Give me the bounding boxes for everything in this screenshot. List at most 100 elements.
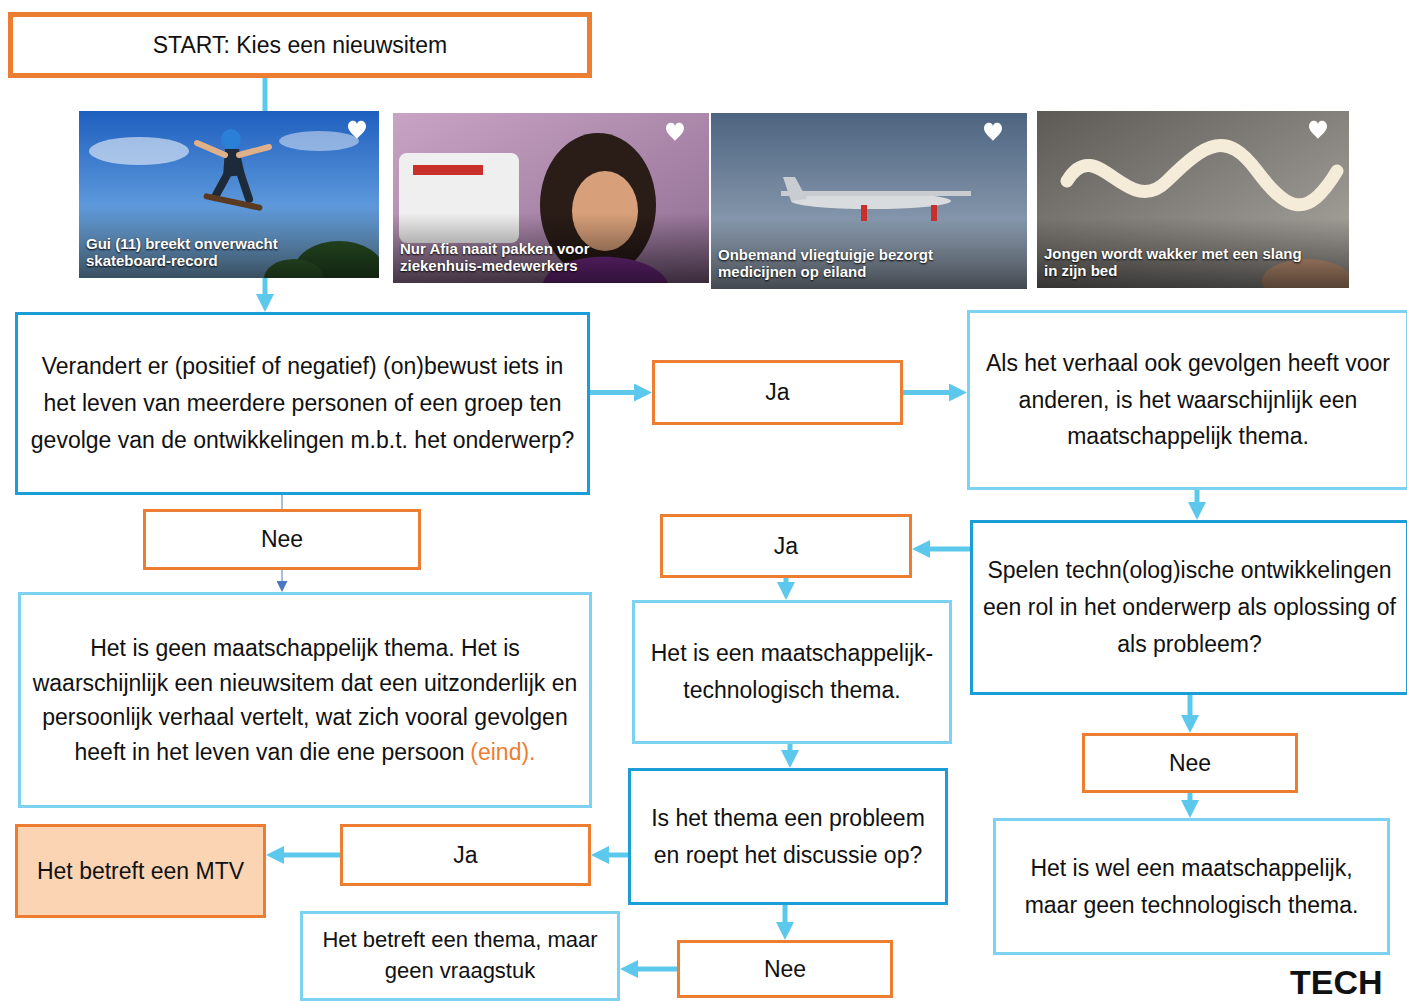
text-holder: Het is geen maatschappelijk thema. Het i… [31,631,579,769]
answer-box: Ja [340,824,591,886]
answer-box: Nee [677,940,893,998]
text-holder: Spelen techn(olog)ische ontwikkelingen e… [983,552,1396,662]
answer-box: Ja [660,514,912,578]
box-text: Nee [764,956,806,982]
flow-arrow [281,570,283,587]
text-holder: Onbemand vliegtuigje bezorgt medicijnen … [718,247,978,280]
heart-icon [984,123,1002,141]
answer-box: Nee [143,509,421,570]
info-box: Het betreft een thema, maar geen vraagst… [300,911,620,1001]
text-holder: Het is wel een maatschappelijk, maar gee… [1006,850,1377,924]
news-photo-card: Jongen wordt wakker met een slang in zij… [1037,111,1349,288]
photo-background [1037,111,1349,288]
skater-arms [197,143,269,155]
text-holder: Het betreft een thema, maar geen vraagst… [313,925,607,987]
info-box: Het is wel een maatschappelijk, maar gee… [993,818,1390,955]
start-box: START: Kies een nieuwsitem [8,12,592,78]
end-note: (eind). [470,739,535,765]
flow-arrow [783,905,788,931]
text-holder: Ja [765,374,789,411]
flow-arrow [788,744,793,759]
photo-sky [79,111,379,278]
question-box: Spelen techn(olog)ische ontwikkelingen e… [970,520,1407,695]
text-holder: Ja [453,837,477,874]
text-holder: Het betreft een MTV [37,853,244,890]
photo-shade [393,213,709,283]
answer-box: Ja [652,360,903,425]
logo-text: TECH [1290,963,1383,1001]
info-box: Het is een maatschappelijk-technologisch… [632,600,952,744]
flow-arrow [921,547,970,552]
skater-legs [215,175,249,199]
box-text: Het is een maatschappelijk-technologisch… [651,640,934,703]
flow-arrow [903,390,958,395]
box-text: Is het thema een probleem en roept het d… [651,805,925,868]
sewing-detail [413,165,483,175]
flow-arrow [590,390,643,395]
question-box: Verandert er (positief of negatief) (on)… [15,312,590,495]
text-holder: Nee [1169,745,1211,782]
photo-plane [711,113,1027,289]
plane-wing [781,191,971,196]
flow-arrow [784,578,789,591]
flow-arrow [275,853,340,858]
box-text: Verandert er (positief of negatief) (on)… [31,353,574,453]
photo-snake [1037,111,1352,303]
plane-prop [861,205,867,221]
news-caption: Gui (11) breekt onverwacht skateboard-re… [86,235,278,269]
box-text: Als het verhaal ook gevolgen heeft voor … [986,350,1390,450]
result-box: Het betreft een MTV [15,824,266,918]
news-caption: Onbemand vliegtuigje bezorgt medicijnen … [718,246,933,280]
text-holder: Ja [774,528,798,565]
photo-shade [711,219,1027,289]
text-holder: Is het thema een probleem en roept het d… [641,800,935,874]
flow-arrow [629,967,677,972]
news-caption: Jongen wordt wakker met een slang in zij… [1044,245,1302,279]
text-holder: Nee [261,521,303,558]
cloud [89,137,189,165]
box-text: Ja [453,842,477,868]
answer-box: Nee [1082,733,1298,793]
photo-sewing [393,113,709,283]
skater-helmet [221,129,241,149]
photo-shade [1037,218,1349,288]
box-text: Ja [774,533,798,559]
photo-shade [79,206,379,278]
cloud [279,131,359,151]
box-text: Spelen techn(olog)ische ontwikkelingen e… [983,557,1396,657]
box-text: Het betreft een MTV [37,858,244,884]
box-text: START: Kies een nieuwsitem [153,32,447,58]
news-photo-card: Gui (11) breekt onverwacht skateboard-re… [79,111,379,278]
flow-arrow [263,78,268,111]
photo-sky [711,113,1027,289]
flow-arrow [263,278,268,303]
box-text: Het betreft een thema, maar geen vraagst… [322,927,597,983]
photo-wall [393,113,709,283]
text-holder: Nee [764,951,806,988]
news-caption: Nur Afia naait pakken voor ziekenhuis-me… [400,240,590,274]
news-photo-card: Onbemand vliegtuigje bezorgt medicijnen … [711,113,1027,289]
info-box: Als het verhaal ook gevolgen heeft voor … [967,310,1407,490]
text-holder: Gui (11) breekt onverwacht skateboard-re… [86,236,336,269]
plane-prop [931,205,937,221]
heart-icon [666,123,684,141]
box-text: Het is wel een maatschappelijk, maar gee… [1025,855,1359,918]
flow-arrow [1188,793,1193,809]
flow-arrow [1195,490,1200,511]
text-holder: Jongen wordt wakker met een slang in zij… [1044,246,1314,279]
question-box: Is het thema een probleem en roept het d… [628,768,948,905]
text-holder: Als het verhaal ook gevolgen heeft voor … [980,345,1396,455]
text-holder: Nur Afia naait pakken voor ziekenhuis-me… [400,241,640,274]
news-photo-card: Nur Afia naait pakken voor ziekenhuis-me… [393,113,709,283]
snake [1067,146,1337,205]
plane-tail [783,177,807,201]
photo-skater [79,111,384,301]
text-holder: Verandert er (positief of negatief) (on)… [28,348,577,458]
flow-arrow [1188,695,1193,724]
text-holder: START: Kies een nieuwsitem [153,27,447,64]
box-text: Nee [261,526,303,552]
box-text: Nee [1169,750,1211,776]
flow-arrow [281,495,283,509]
info-box: Het is geen maatschappelijk thema. Het i… [18,592,592,808]
